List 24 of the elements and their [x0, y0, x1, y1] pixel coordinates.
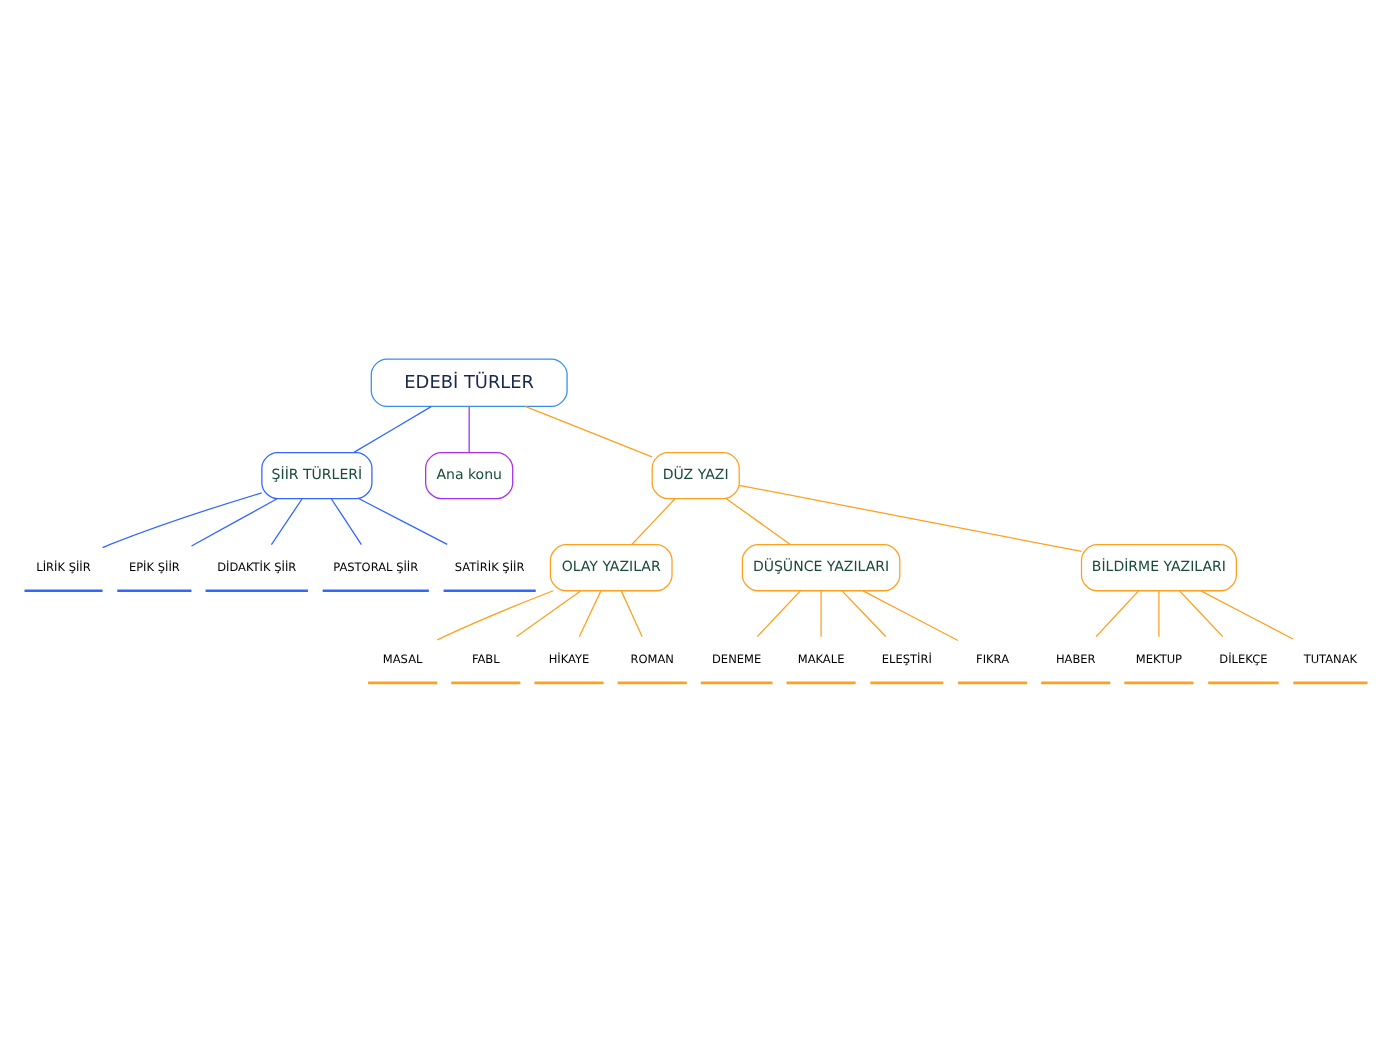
connector — [738, 483, 1083, 552]
connector — [1095, 589, 1139, 637]
connector — [358, 497, 448, 545]
connector — [620, 589, 643, 637]
connector — [1179, 589, 1224, 637]
connector — [468, 405, 470, 453]
node-box: EDEBİ TÜRLER — [370, 357, 568, 407]
connector — [756, 589, 801, 637]
connector — [515, 589, 582, 637]
connector — [631, 497, 676, 545]
connector — [725, 497, 791, 545]
connector — [101, 491, 263, 548]
connector — [1158, 589, 1160, 637]
connector — [353, 404, 432, 452]
connector — [578, 589, 602, 637]
connector — [862, 589, 959, 641]
connector — [525, 404, 653, 457]
connector — [190, 497, 278, 546]
connector — [270, 497, 303, 545]
connector — [436, 589, 554, 640]
connector — [820, 589, 822, 637]
connector — [841, 589, 887, 637]
connector — [1200, 589, 1294, 639]
connector — [330, 497, 362, 545]
